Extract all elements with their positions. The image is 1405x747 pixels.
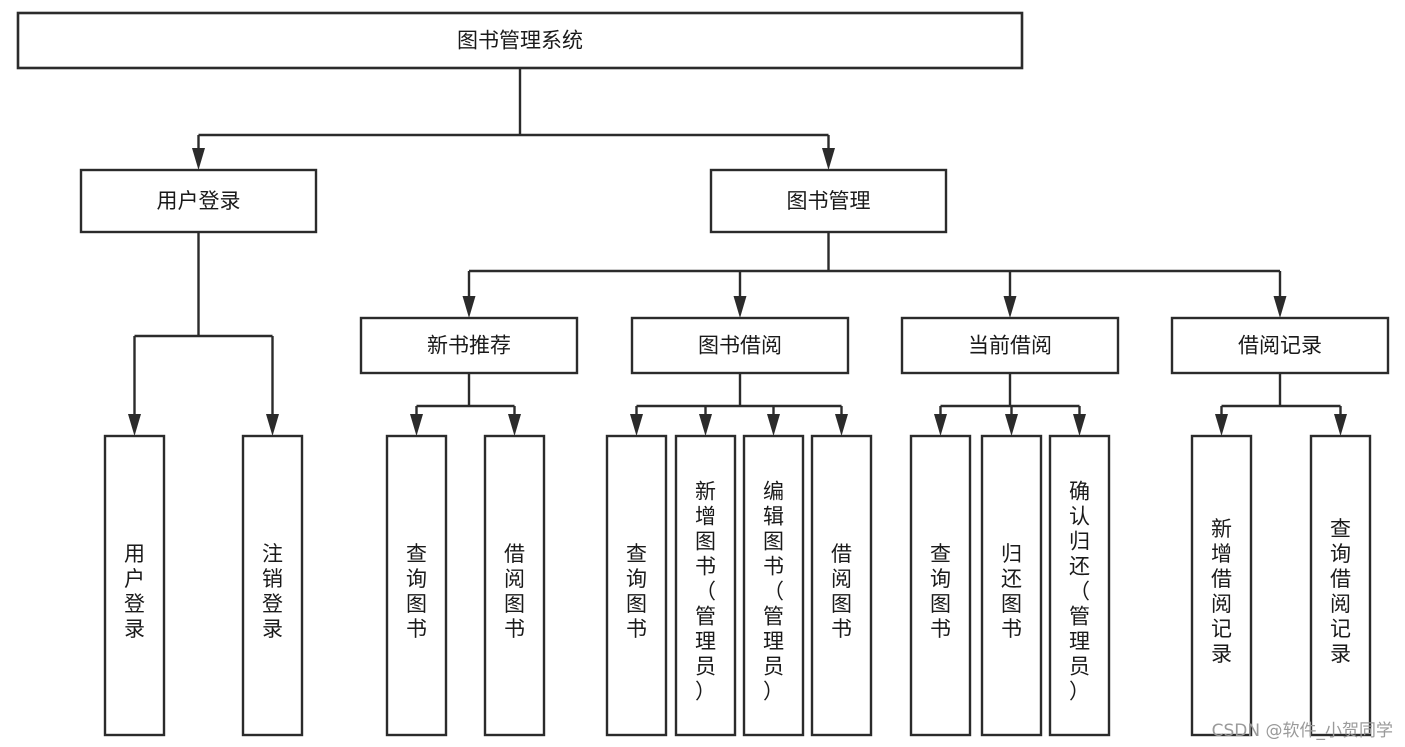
node-box-new-book-rec[interactable]	[359, 316, 579, 375]
node-box-borrow-record[interactable]	[1170, 316, 1390, 375]
node-box-leaf-confirm-return[interactable]	[1048, 434, 1111, 737]
node-leaf-logout[interactable]: 注销登录	[241, 434, 304, 737]
node-box-leaf-add-book[interactable]	[674, 434, 737, 737]
node-book-borrow[interactable]: 图书借阅	[630, 316, 850, 375]
node-layer: 图书管理系统用户登录图书管理新书推荐图书借阅当前借阅借阅记录用户登录注销登录查询…	[16, 11, 1390, 737]
connector-group-book-manage	[462, 232, 1287, 318]
node-leaf-query-book-3[interactable]: 查询图书	[909, 434, 972, 737]
node-box-leaf-return-book[interactable]	[980, 434, 1043, 737]
connector-layer	[128, 68, 1347, 436]
node-box-leaf-query-book-1[interactable]	[385, 434, 448, 737]
node-box-book-borrow[interactable]	[630, 316, 850, 375]
node-leaf-borrow-book-2[interactable]: 借阅图书	[810, 434, 873, 737]
node-leaf-add-book[interactable]: 新增图书（管理员）	[674, 434, 737, 737]
node-box-leaf-query-record[interactable]	[1309, 434, 1372, 737]
node-leaf-edit-book[interactable]: 编辑图书（管理员）	[742, 434, 805, 737]
node-leaf-query-book-1[interactable]: 查询图书	[385, 434, 448, 737]
node-label-leaf-query-book-3: 查询图书	[930, 542, 951, 641]
node-box-leaf-query-book-2[interactable]	[605, 434, 668, 737]
node-new-book-rec[interactable]: 新书推荐	[359, 316, 579, 375]
node-box-leaf-query-book-3[interactable]	[909, 434, 972, 737]
node-label-user-login: 用户登录	[157, 189, 241, 213]
node-label-borrow-record: 借阅记录	[1238, 334, 1322, 358]
node-label-leaf-edit-book: 编辑图书（管理员）	[763, 480, 784, 704]
node-label-book-borrow: 图书借阅	[698, 334, 782, 358]
node-user-login[interactable]: 用户登录	[79, 168, 318, 234]
node-current-borrow[interactable]: 当前借阅	[900, 316, 1120, 375]
node-borrow-record[interactable]: 借阅记录	[1170, 316, 1390, 375]
node-box-leaf-logout[interactable]	[241, 434, 304, 737]
node-label-leaf-logout: 注销登录	[262, 542, 283, 641]
node-label-leaf-borrow-book-1: 借阅图书	[504, 542, 525, 641]
node-box-leaf-edit-book[interactable]	[742, 434, 805, 737]
node-label-book-manage: 图书管理	[787, 189, 871, 213]
node-label-root: 图书管理系统	[457, 29, 583, 53]
node-label-leaf-borrow-book-2: 借阅图书	[831, 542, 852, 641]
node-label-current-borrow: 当前借阅	[968, 334, 1052, 358]
connector-group-book-borrow	[630, 373, 848, 436]
node-box-root[interactable]	[16, 11, 1024, 70]
node-box-leaf-add-record[interactable]	[1190, 434, 1253, 737]
node-leaf-borrow-book-1[interactable]: 借阅图书	[483, 434, 546, 737]
node-leaf-user-login[interactable]: 用户登录	[103, 434, 166, 737]
node-box-book-manage[interactable]	[709, 168, 948, 234]
node-leaf-query-book-2[interactable]: 查询图书	[605, 434, 668, 737]
node-label-leaf-user-login: 用户登录	[124, 542, 145, 641]
node-label-leaf-query-book-1: 查询图书	[406, 542, 427, 641]
node-label-leaf-confirm-return: 确认归还（管理员）	[1069, 480, 1090, 704]
csdn-watermark: CSDN @软件_小贺同学	[1211, 721, 1393, 741]
node-book-manage[interactable]: 图书管理	[709, 168, 948, 234]
connector-group-new-book-rec	[410, 373, 521, 436]
node-leaf-confirm-return[interactable]: 确认归还（管理员）	[1048, 434, 1111, 737]
node-leaf-return-book[interactable]: 归还图书	[980, 434, 1043, 737]
connector-group-root	[192, 68, 835, 170]
node-label-leaf-return-book: 归还图书	[1001, 542, 1022, 641]
node-box-leaf-borrow-book-1[interactable]	[483, 434, 546, 737]
node-label-leaf-query-book-2: 查询图书	[626, 542, 647, 641]
node-box-leaf-user-login[interactable]	[103, 434, 166, 737]
node-label-new-book-rec: 新书推荐	[427, 334, 511, 358]
node-box-current-borrow[interactable]	[900, 316, 1120, 375]
node-label-leaf-add-book: 新增图书（管理员）	[695, 480, 716, 704]
connector-group-current-borrow	[934, 373, 1086, 436]
node-label-leaf-query-record: 查询借阅记录	[1330, 517, 1351, 666]
node-leaf-query-record[interactable]: 查询借阅记录	[1309, 434, 1372, 737]
connector-group-user-login	[128, 232, 279, 436]
node-box-leaf-borrow-book-2[interactable]	[810, 434, 873, 737]
node-box-user-login[interactable]	[79, 168, 318, 234]
node-leaf-add-record[interactable]: 新增借阅记录	[1190, 434, 1253, 737]
node-label-leaf-add-record: 新增借阅记录	[1211, 517, 1232, 666]
node-root[interactable]: 图书管理系统	[16, 11, 1024, 70]
connector-group-borrow-record	[1215, 373, 1347, 436]
